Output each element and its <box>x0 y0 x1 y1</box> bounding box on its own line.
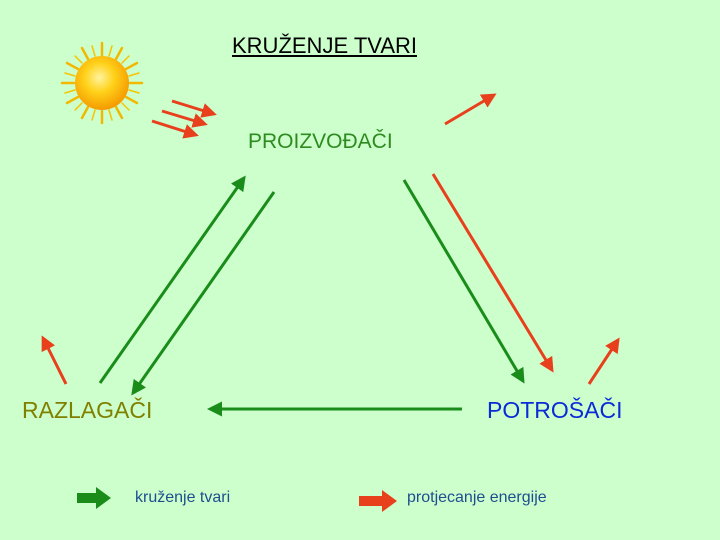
sunlight-arrow-3 <box>151 119 199 139</box>
energy-producers-to-consumers-arrow <box>431 173 554 373</box>
energy-out-producers-arrow <box>444 93 497 126</box>
matter-producers-to-consumers-arrow <box>402 179 525 384</box>
diagram-title: KRUŽENJE TVARI <box>232 33 417 58</box>
energy-out-decomposers-arrow <box>41 335 68 385</box>
energy-out-consumers-arrow <box>587 337 620 385</box>
matter-decomposers-to-producers-arrow <box>98 175 246 384</box>
legend-energy-label: protjecanje energije <box>407 489 547 506</box>
decomposers-label: RAZLAGAČI <box>22 397 153 423</box>
consumers-label: POTROŠAČI <box>487 397 623 423</box>
sunlight-arrow-2 <box>161 109 208 128</box>
legend-energy-arrow-icon <box>359 490 397 512</box>
producers-label: PROIZVOĐAČI <box>248 130 393 153</box>
sun-icon <box>60 41 144 125</box>
legend-matter-label: kruženje tvari <box>135 489 231 506</box>
sunlight-arrow-1 <box>171 99 217 118</box>
legend-matter-arrow-icon <box>77 487 111 509</box>
matter-producers-to-decomposers-arrow <box>131 191 276 396</box>
